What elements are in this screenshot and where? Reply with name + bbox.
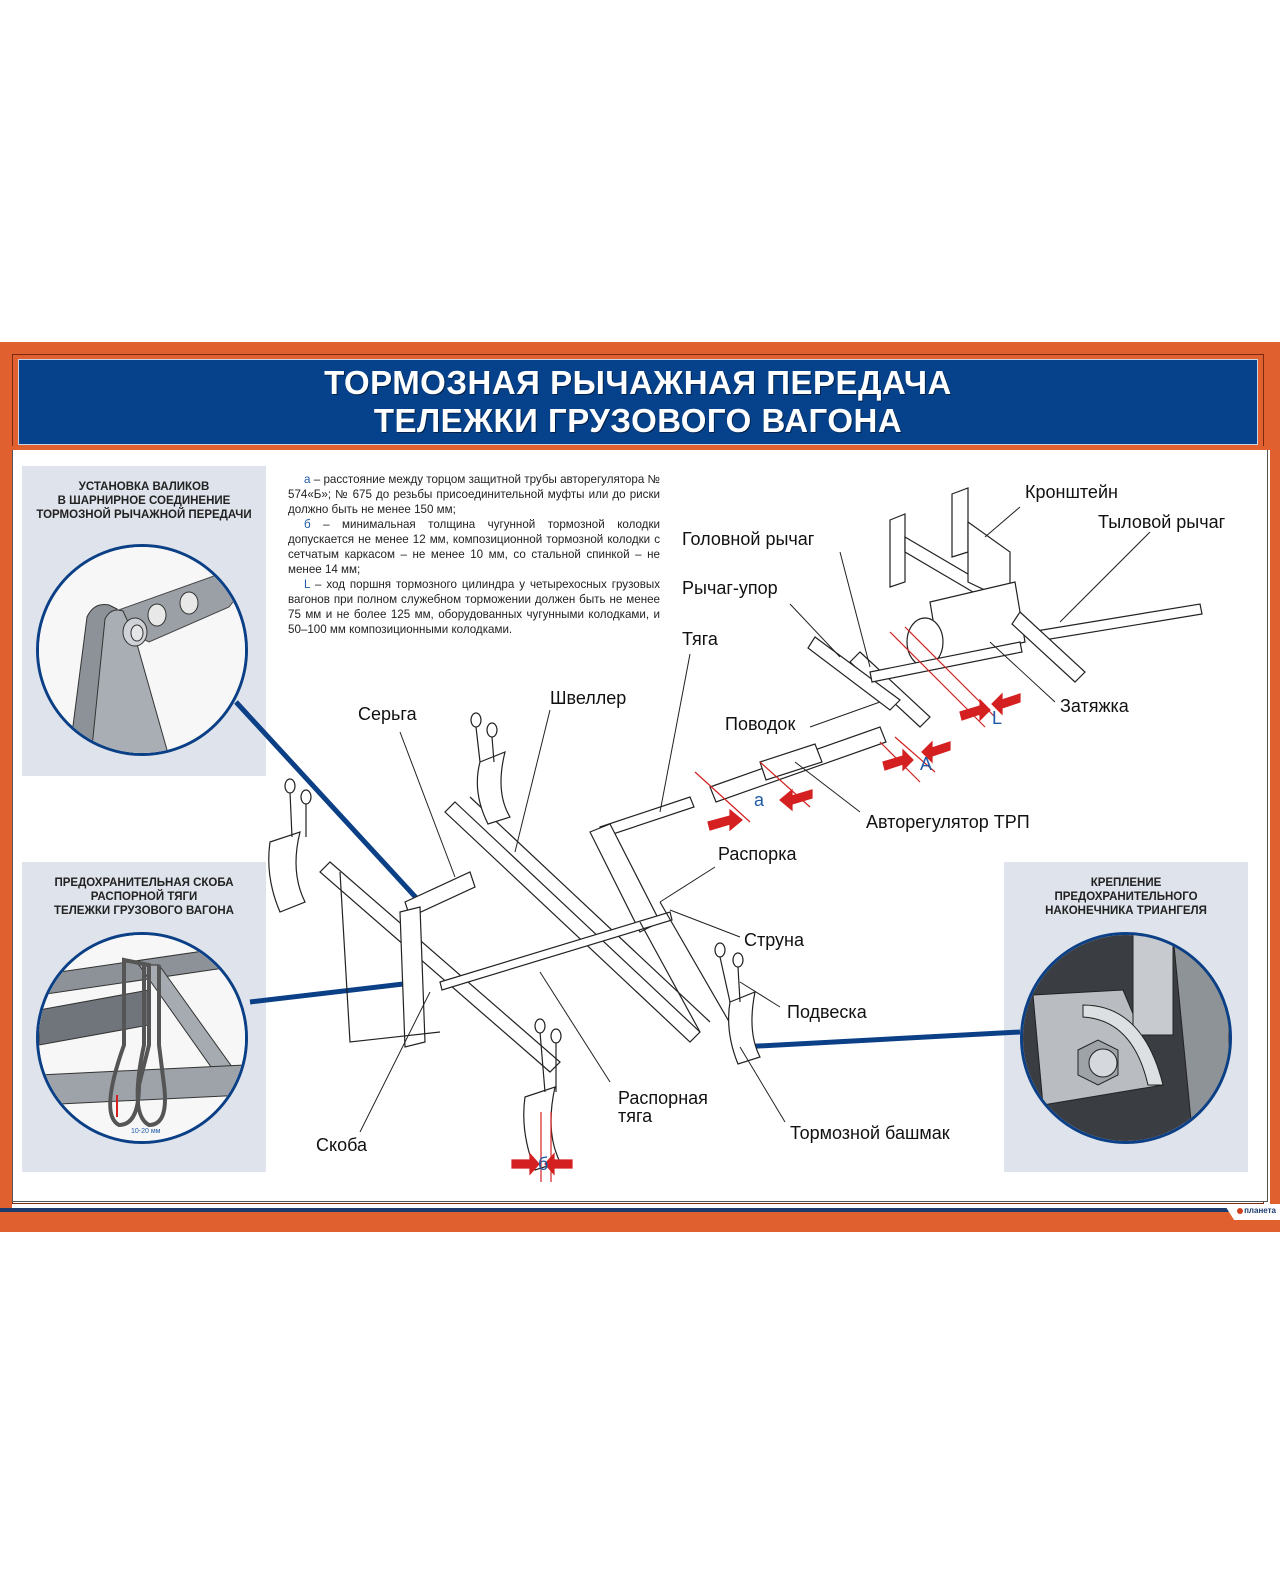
bracket-plate-right	[951, 487, 969, 558]
frame-right	[1270, 342, 1280, 1212]
poster: ТОРМОЗНАЯ РЫЧАЖНАЯ ПЕРЕДАЧА ТЕЛЕЖКИ ГРУЗ…	[0, 342, 1280, 1232]
magnifier-connectors	[234, 700, 1021, 1050]
inset-title-line: РАСПОРНОЙ ТЯГИ	[90, 891, 198, 903]
left-vertical-lever	[399, 906, 426, 1048]
arrow-L-right	[991, 692, 1021, 716]
rear-lever	[1011, 611, 1086, 683]
connector-inset-2	[249, 979, 421, 1005]
frame-left	[0, 342, 12, 1212]
channel-beam	[444, 801, 701, 1043]
dimension-markers	[511, 626, 1021, 1182]
label-zatyazhka: Затяжка	[1060, 696, 1129, 716]
inset-magnifier-circle	[1020, 932, 1232, 1144]
triangle-tip-illustration	[1023, 935, 1229, 1141]
note-text: – расстояние между торцом защитной трубы…	[288, 473, 660, 516]
inset-title-line: ПРЕДОХРАНИТЕЛЬНОГО	[1054, 891, 1198, 903]
title-line-2: ТЕЛЕЖКИ ГРУЗОВОГО ВАГОНА	[373, 402, 903, 439]
dim-label-b: б	[538, 1154, 549, 1174]
inset-title-line: КРЕПЛЕНИЕ	[1090, 877, 1162, 889]
label-rasporka: Распорка	[718, 844, 797, 864]
inset-title-line: ПРЕДОХРАНИТЕЛЬНАЯ СКОБА	[54, 877, 234, 889]
arrow-b-left	[511, 1152, 540, 1176]
arrow-A-left	[882, 748, 914, 772]
label-tormoznoy-bashmak: Тормозной башмак	[790, 1123, 950, 1143]
inset-title: ПРЕДОХРАНИТЕЛЬНАЯ СКОБА РАСПОРНОЙ ТЯГИ Т…	[22, 876, 266, 918]
safety-bracket-illustration: 10-20 мм	[39, 935, 245, 1141]
label-struna: Струна	[744, 930, 805, 950]
title-separator	[0, 446, 1280, 450]
label-skoba: Скоба	[316, 1135, 367, 1155]
arrow-a-left	[707, 808, 743, 832]
left-beam	[319, 861, 561, 1073]
inset-title-line: УСТАНОВКА ВАЛИКОВ	[78, 481, 210, 493]
note-b: б – минимальная толщина чугунной тормозн…	[288, 517, 660, 577]
arrow-L-left	[959, 698, 991, 722]
title-bar: ТОРМОЗНАЯ РЫЧАЖНАЯ ПЕРЕДАЧА ТЕЛЕЖКИ ГРУЗ…	[18, 359, 1258, 445]
inset-title: КРЕПЛЕНИЕ ПРЕДОХРАНИТЕЛЬНОГО НАКОНЕЧНИКА…	[1004, 876, 1248, 918]
inset-title-line: ТОРМОЗНОЙ РЫЧАЖНОЙ ПЕРЕДАЧИ	[36, 509, 252, 521]
label-rasporaya-tyaga-line2: тяга	[618, 1106, 653, 1126]
connector-inset-1	[234, 700, 422, 904]
inset-title-line: НАКОНЕЧНИКА ТРИАНГЕЛЯ	[1045, 905, 1207, 917]
label-shveller: Швеллер	[550, 688, 627, 708]
title-line-1: ТОРМОЗНАЯ РЫЧАЖНАЯ ПЕРЕДАЧА	[324, 364, 952, 401]
arrow-A-right	[921, 740, 951, 764]
inset-title-line: В ШАРНИРНОЕ СОЕДИНЕНИЕ	[57, 495, 231, 507]
brake-shoe-left	[268, 831, 306, 913]
brand-logo-icon	[1237, 1208, 1244, 1214]
head-lever	[849, 651, 931, 728]
bottom-stripe-orange	[0, 1212, 1280, 1232]
inset-triangle-tip-mount: КРЕПЛЕНИЕ ПРЕДОХРАНИТЕЛЬНОГО НАКОНЕЧНИКА…	[1004, 862, 1248, 1172]
dimension-notes: а – расстояние между торцом защитной тру…	[288, 472, 660, 637]
rear-rod	[1029, 603, 1203, 643]
inset-safety-bracket: ПРЕДОХРАНИТЕЛЬНАЯ СКОБА РАСПОРНОЙ ТЯГИ Т…	[22, 862, 266, 1172]
mechanism-lines	[268, 487, 1203, 1171]
note-symbol: б	[304, 518, 311, 531]
arrow-b-right	[544, 1152, 573, 1176]
dim-line-a-1	[694, 771, 751, 823]
label-podveska: Подвеска	[787, 1002, 867, 1022]
label-tylovoy-rychag: Тыловой рычаг	[1098, 512, 1226, 532]
brake-shoe-top	[476, 751, 511, 825]
bottom-stripe-blue	[0, 1208, 1280, 1212]
strut-rod	[439, 911, 673, 991]
label-golovnoy-rychag: Головной рычаг	[682, 529, 815, 549]
note-symbol: а	[304, 473, 311, 486]
label-serga: Серьга	[358, 704, 417, 724]
note-L: L – ход поршня тормозного цилиндра у чет…	[288, 577, 660, 637]
dim-label-a: а	[754, 790, 765, 810]
label-rasporaya-tyaga: Распорная тяга	[618, 1089, 708, 1125]
clearance-dimension-label: 10-20 мм	[131, 1128, 161, 1135]
label-avtoregulyator: Авторегулятор ТРП	[866, 812, 1030, 832]
leader-lines	[359, 506, 1151, 1133]
inset-magnifier-circle: 10-20 мм	[36, 932, 248, 1144]
bracket-plate-left	[889, 513, 906, 588]
hinge-joint-illustration	[39, 547, 245, 753]
note-text: – ход поршня тормозного цилиндра у четыр…	[288, 578, 660, 636]
tie-rod	[869, 641, 1023, 683]
brand-logo: планета	[1237, 1206, 1276, 1215]
inset-title-line: ТЕЛЕЖКИ ГРУЗОВОГО ВАГОНА	[54, 905, 234, 917]
inset-title: УСТАНОВКА ВАЛИКОВ В ШАРНИРНОЕ СОЕДИНЕНИЕ…	[22, 480, 266, 522]
brake-rigging-diagram	[234, 487, 1203, 1182]
brake-shoe-right	[728, 991, 761, 1065]
label-povodok: Поводок	[725, 714, 796, 734]
vertical-lever	[589, 823, 661, 933]
inset-magnifier-circle	[36, 544, 248, 756]
dim-label-A: A	[920, 754, 933, 774]
inset-pin-installation: УСТАНОВКА ВАЛИКОВ В ШАРНИРНОЕ СОЕДИНЕНИЕ…	[22, 466, 266, 776]
label-tyaga: Тяга	[682, 629, 718, 649]
connector-inset-3	[739, 1029, 1021, 1050]
label-rasporaya-tyaga-line1: Распорная	[618, 1088, 708, 1108]
label-rychag-upor: Рычаг-упор	[682, 578, 778, 598]
brand-name: планета	[1244, 1206, 1276, 1215]
note-text: – минимальная толщина чугунной тормозной…	[288, 518, 660, 576]
label-kronshtein: Кронштейн	[1025, 482, 1118, 502]
note-symbol: L	[304, 578, 311, 591]
dim-label-L: L	[992, 708, 1003, 728]
arrow-a-right	[779, 788, 813, 812]
note-a: а – расстояние между торцом защитной тру…	[288, 472, 660, 517]
